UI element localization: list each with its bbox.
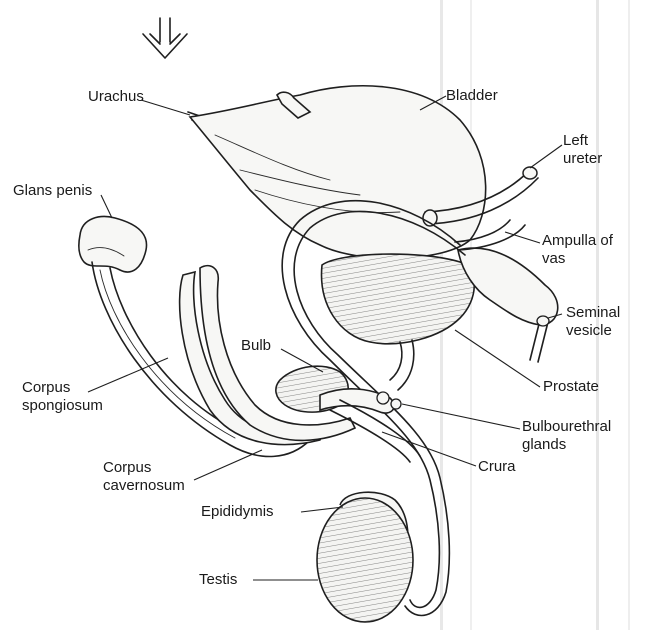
- glans-penis-organ: [79, 217, 147, 272]
- double-arrow-down-icon: [143, 18, 187, 58]
- label-glans-penis: Glans penis: [13, 182, 92, 200]
- label-bulb: Bulb: [241, 337, 271, 355]
- label-seminal-vesicle: Seminal vesicle: [566, 304, 620, 340]
- label-prostate: Prostate: [543, 378, 599, 396]
- label-bladder: Bladder: [446, 87, 498, 105]
- bladder-organ: [190, 86, 486, 259]
- label-ampulla-of-vas: Ampulla of vas: [542, 232, 613, 268]
- label-bulbourethral-glands: Bulbourethral glands: [522, 418, 611, 454]
- testis-organ: [317, 498, 413, 622]
- prostate-organ: [322, 254, 475, 344]
- label-left-ureter: Left ureter: [563, 132, 602, 168]
- label-corpus-spongiosum: Corpus spongiosum: [22, 379, 103, 415]
- label-epididymis: Epididymis: [201, 503, 274, 521]
- label-corpus-cavernosum: Corpus cavernosum: [103, 459, 185, 495]
- membranous-urethra: [390, 340, 414, 390]
- label-urachus: Urachus: [88, 88, 144, 106]
- label-crura: Crura: [478, 458, 516, 476]
- label-testis: Testis: [199, 571, 237, 589]
